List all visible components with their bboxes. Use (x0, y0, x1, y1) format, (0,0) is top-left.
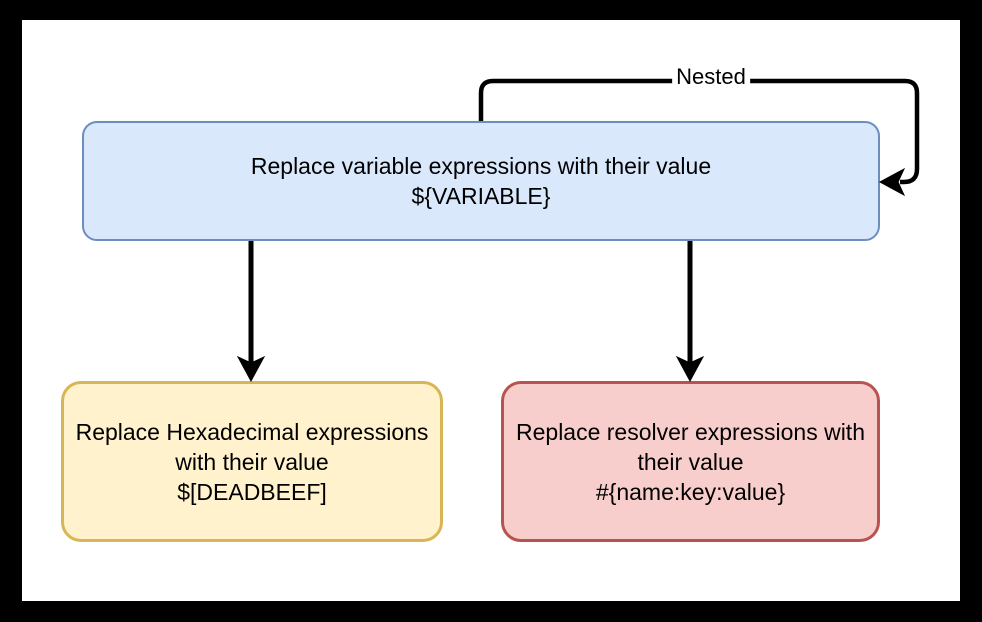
edge-label-nested: Nested (672, 64, 750, 90)
node-text: Replace variable expressions with their … (250, 153, 712, 179)
arrow-to-resolver (675, 241, 705, 383)
node-code: $[DEADBEEF] (177, 478, 327, 505)
arrowhead-icon (675, 355, 705, 383)
arrowhead-icon (236, 355, 266, 383)
node-variable-expressions: Replace variable expressions with their … (82, 121, 880, 241)
arrowhead-icon (878, 167, 906, 197)
node-hexadecimal-expressions: Replace Hexadecimal expressions with the… (61, 381, 443, 542)
arrow-to-hexadecimal (236, 241, 266, 383)
diagram-canvas: Replace variable expressions with their … (22, 20, 960, 601)
node-code: #{name:key:value} (595, 478, 786, 505)
node-resolver-expressions: Replace resolver expressions with their … (501, 381, 880, 542)
node-text: Replace resolver expressions with their … (516, 418, 865, 475)
node-code: ${VARIABLE} (411, 183, 551, 209)
node-text: Replace Hexadecimal expressions with the… (75, 418, 429, 475)
